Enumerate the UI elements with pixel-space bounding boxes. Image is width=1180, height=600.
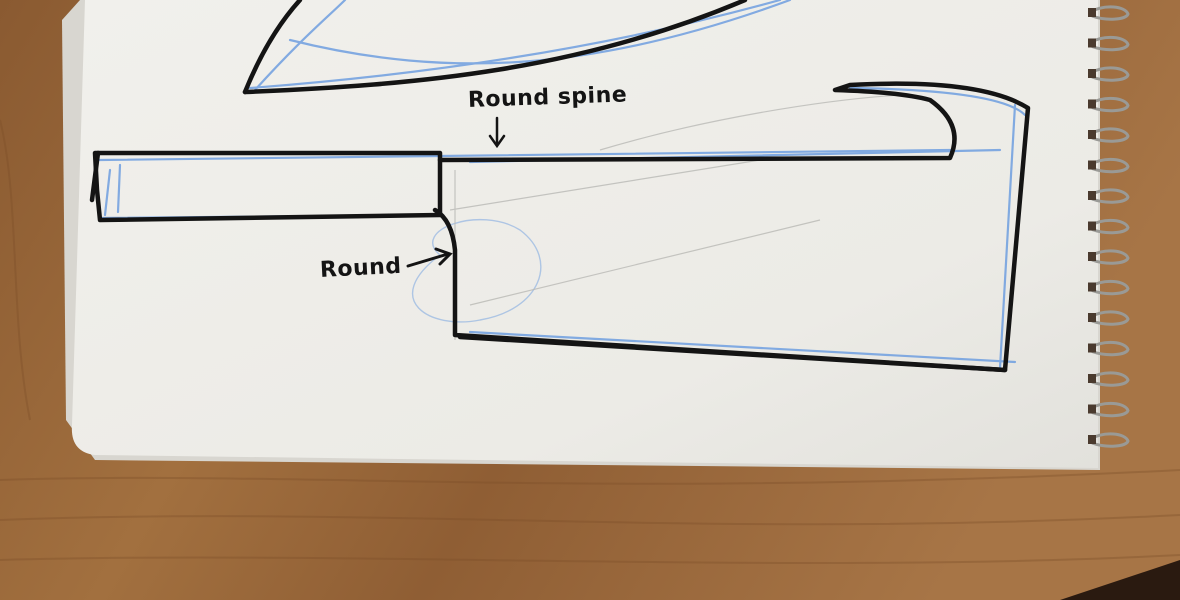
binding-hole — [1088, 221, 1096, 231]
spiral-ring — [1089, 66, 1130, 82]
table-edge — [1060, 560, 1180, 600]
spiral-ring — [1089, 341, 1130, 357]
spiral-ring — [1089, 97, 1130, 113]
binding-hole — [1088, 160, 1096, 170]
binding-hole — [1088, 38, 1096, 48]
spiral-ring — [1089, 5, 1130, 21]
spiral-ring — [1089, 249, 1130, 265]
binding-hole — [1088, 191, 1096, 200]
binding-hole — [1088, 69, 1096, 78]
spiral-ring — [1089, 310, 1130, 326]
binding-hole — [1088, 313, 1096, 322]
binding-hole — [1088, 8, 1096, 17]
binding-hole — [1088, 252, 1096, 261]
arrow-icon — [406, 247, 453, 268]
spiral-ring — [1089, 36, 1130, 52]
spiral-ring — [1089, 188, 1130, 204]
binding-hole — [1088, 343, 1096, 353]
spine-arrow-icon — [488, 116, 506, 149]
binding-hole — [1088, 404, 1096, 414]
spiral-ring — [1089, 127, 1130, 143]
binding-hole — [1088, 282, 1096, 292]
sketchbook-page — [71, 0, 1099, 468]
binding-hole — [1088, 99, 1096, 109]
spiral-ring — [1089, 402, 1130, 418]
spiral-ring — [1089, 158, 1130, 174]
round-label: Round — [319, 253, 403, 283]
wood-grain — [0, 119, 1180, 565]
spiral-ring — [1089, 219, 1130, 235]
spiral-binding-icon — [1088, 5, 1130, 448]
binding-hole — [1088, 374, 1096, 383]
spiral-ring — [1089, 280, 1130, 296]
binding-hole — [1088, 435, 1096, 444]
binding-hole — [1088, 130, 1096, 139]
spiral-ring — [1089, 371, 1130, 387]
ink-sketch — [89, 0, 1031, 373]
spiral-ring — [1089, 432, 1130, 448]
